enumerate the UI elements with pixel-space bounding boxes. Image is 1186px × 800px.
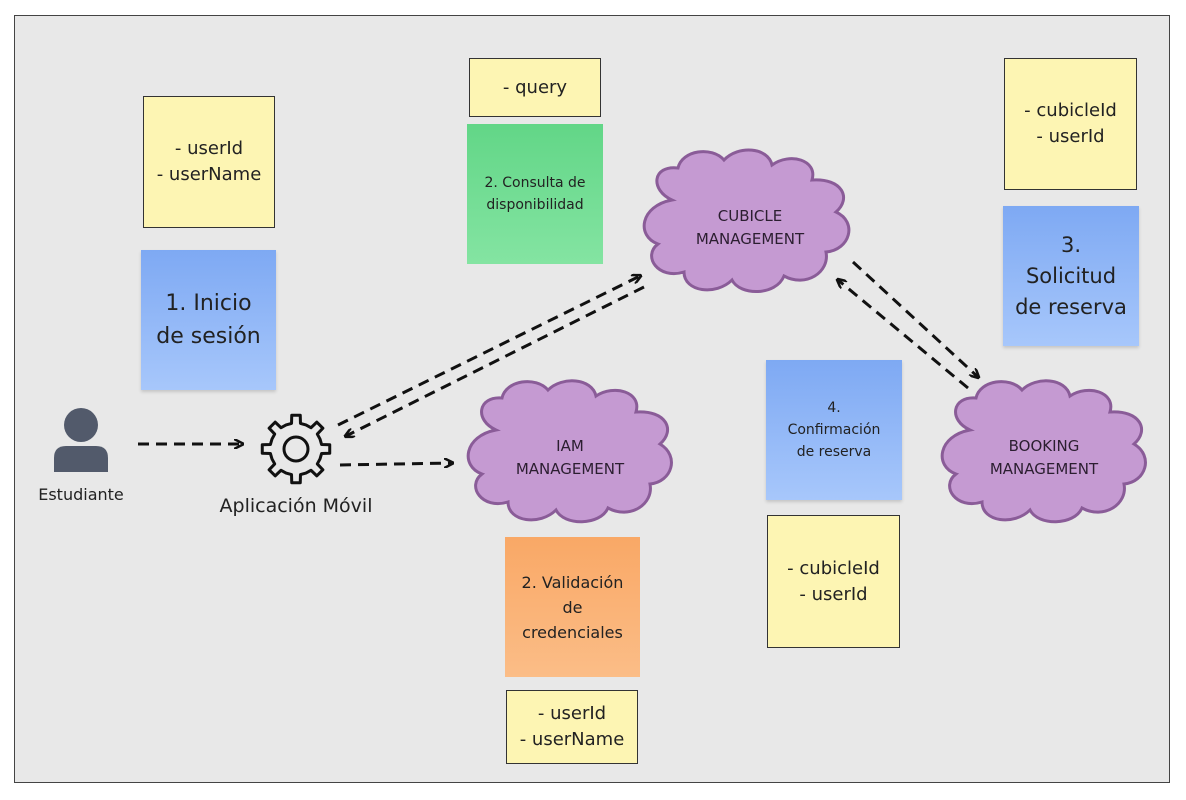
- actor-label: Estudiante: [38, 485, 124, 504]
- arrow-cubicle-to-app: [346, 285, 645, 436]
- arrow-cubicle-to-booking: [851, 260, 978, 377]
- app-label: Aplicación Móvil: [219, 495, 373, 517]
- step1-note: 1. Inicio de sesión: [141, 250, 276, 390]
- step3-note: 3. Solicitud de reserva: [1003, 206, 1139, 346]
- booking-management-label: BOOKING MANAGEMENT: [989, 437, 1099, 478]
- step4-note: 4. Confirmación de reserva: [766, 360, 902, 500]
- arrow-booking-to-cubicle: [838, 280, 969, 390]
- validation-data-note: - userId - userName: [506, 690, 638, 764]
- login-data-note: - userId - userName: [143, 96, 275, 228]
- booking-management-cloud: [940, 379, 1147, 524]
- confirmation-data-note: - cubicleId - userId: [767, 515, 900, 648]
- iam-management-cloud: [466, 379, 673, 524]
- step2-validation-note: 2. Validación de credenciales: [505, 537, 640, 677]
- step2-availability-note: 2. Consulta de disponibilidad: [467, 124, 603, 264]
- arrow-app-to-iam: [339, 463, 452, 465]
- cubicle-management-label: CUBICLE MANAGEMENT: [695, 207, 805, 248]
- user-icon: [54, 408, 108, 472]
- iam-management-label: IAM MANAGEMENT: [515, 437, 625, 478]
- arrow-app-to-cubicle: [337, 276, 640, 427]
- cubicle-management-cloud: [642, 148, 851, 293]
- gear-icon: [260, 413, 332, 485]
- booking-request-data-note: - cubicleId - userId: [1004, 58, 1137, 190]
- query-data-note: - query: [469, 58, 601, 117]
